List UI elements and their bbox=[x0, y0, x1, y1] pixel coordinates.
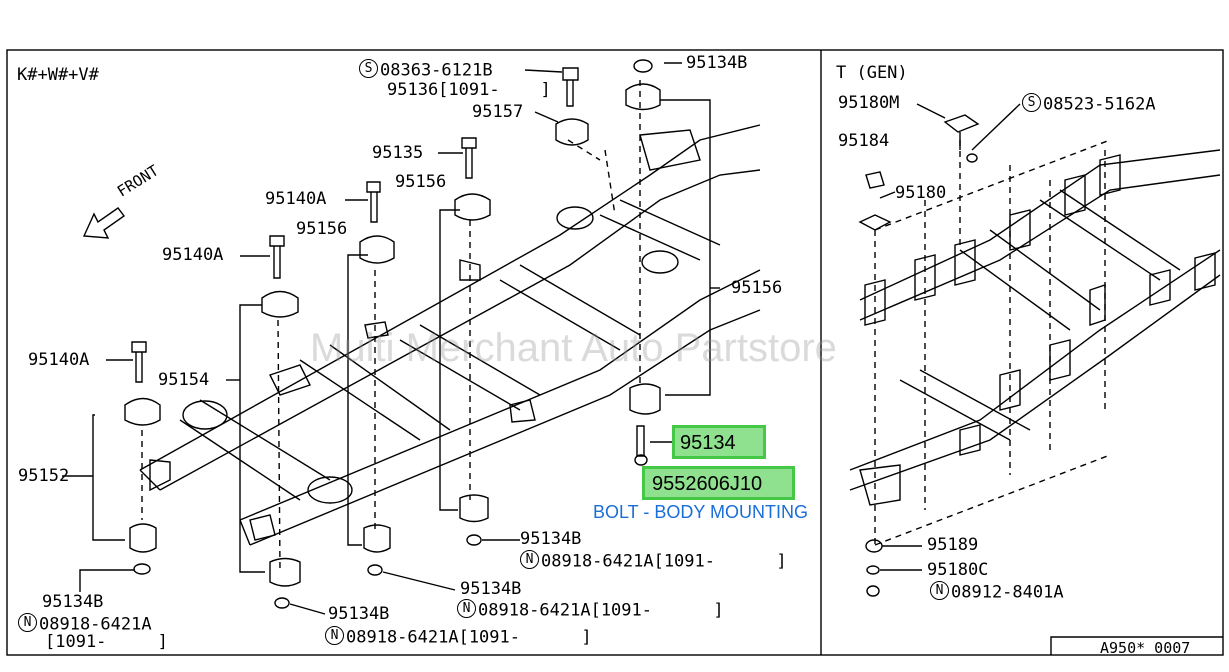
right-guide-lines bbox=[874, 139, 1111, 546]
part-95134B-top[interactable]: 95134B bbox=[686, 53, 748, 73]
part-08918-4-bracket: [1091- ] bbox=[45, 632, 168, 652]
part-95140A-3[interactable]: 95140A bbox=[28, 350, 90, 370]
variant-label-right: T (GEN) bbox=[836, 63, 908, 83]
guide-lines bbox=[141, 80, 641, 571]
part-95140A-2[interactable]: 95140A bbox=[162, 245, 224, 265]
part-08918-2-text: 08918-6421A[1091- ] bbox=[478, 600, 724, 621]
right-frame-chassis bbox=[849, 149, 1221, 506]
n-symbol-icon: N bbox=[18, 613, 37, 632]
mount-parts bbox=[124, 59, 661, 609]
part-08912-text: 08912-8401A bbox=[951, 582, 1064, 603]
s-symbol-icon: S bbox=[1022, 93, 1041, 112]
part-08918-1-text: 08918-6421A[1091- ] bbox=[541, 551, 787, 572]
variant-label-left: K#+W#+V# bbox=[17, 65, 99, 85]
part-95135[interactable]: 95135 bbox=[372, 143, 424, 163]
n-symbol-icon: N bbox=[457, 599, 476, 618]
outer-frame bbox=[6, 49, 1224, 656]
part-95140A-1[interactable]: 95140A bbox=[265, 189, 327, 209]
part-95184[interactable]: 95184 bbox=[838, 131, 890, 151]
part-95156-c[interactable]: 95156 bbox=[731, 278, 783, 298]
part-08918-4-text: 08918-6421A bbox=[39, 614, 152, 635]
leader-lines bbox=[79, 62, 682, 615]
part-95134B-4[interactable]: 95134B bbox=[42, 592, 104, 612]
part-95156-b[interactable]: 95156 bbox=[296, 219, 348, 239]
part-95154[interactable]: 95154 bbox=[158, 370, 210, 390]
bracket-lines bbox=[62, 99, 720, 573]
part-95134B-1[interactable]: 95134B bbox=[520, 529, 582, 549]
part-95134[interactable]: 95134 bbox=[680, 432, 736, 454]
part-95152[interactable]: 95152 bbox=[18, 466, 70, 486]
part-95136[interactable]: 95136[1091- ] bbox=[387, 80, 551, 100]
part-code-9552606J10[interactable]: 9552606J10 bbox=[652, 473, 763, 495]
n-symbol-icon: N bbox=[520, 550, 539, 569]
part-08918-3-text: 08918-6421A[1091- ] bbox=[346, 627, 592, 648]
part-95180M[interactable]: 95180M bbox=[838, 93, 900, 113]
part-95180C[interactable]: 95180C bbox=[927, 560, 989, 580]
front-arrow bbox=[82, 207, 125, 239]
watermark: Multi Merchant Auto Partstore bbox=[310, 326, 837, 370]
highlight-box-95134[interactable] bbox=[672, 425, 766, 459]
s-symbol-icon: S bbox=[359, 59, 378, 78]
bolt-parts bbox=[131, 67, 645, 457]
n-symbol-icon: N bbox=[930, 581, 949, 600]
code-box bbox=[1050, 636, 1223, 655]
diagram-code: A950* 0007 bbox=[1100, 639, 1191, 657]
part-95189[interactable]: 95189 bbox=[927, 535, 979, 555]
part-95134B-2[interactable]: 95134B bbox=[460, 579, 522, 599]
part-08363-text: 08363-6121B bbox=[380, 60, 493, 81]
n-symbol-icon: N bbox=[325, 626, 344, 645]
part-08523-text: 08523-5162A bbox=[1043, 94, 1156, 115]
part-description[interactable]: BOLT - BODY MOUNTING bbox=[593, 502, 809, 522]
right-parts bbox=[858, 103, 1021, 597]
highlight-box-part-code[interactable] bbox=[642, 466, 795, 500]
part-95180[interactable]: 95180 bbox=[895, 183, 947, 203]
part-95157[interactable]: 95157 bbox=[472, 102, 524, 122]
part-95156-a[interactable]: 95156 bbox=[395, 172, 447, 192]
part-95134B-3[interactable]: 95134B bbox=[328, 604, 390, 624]
